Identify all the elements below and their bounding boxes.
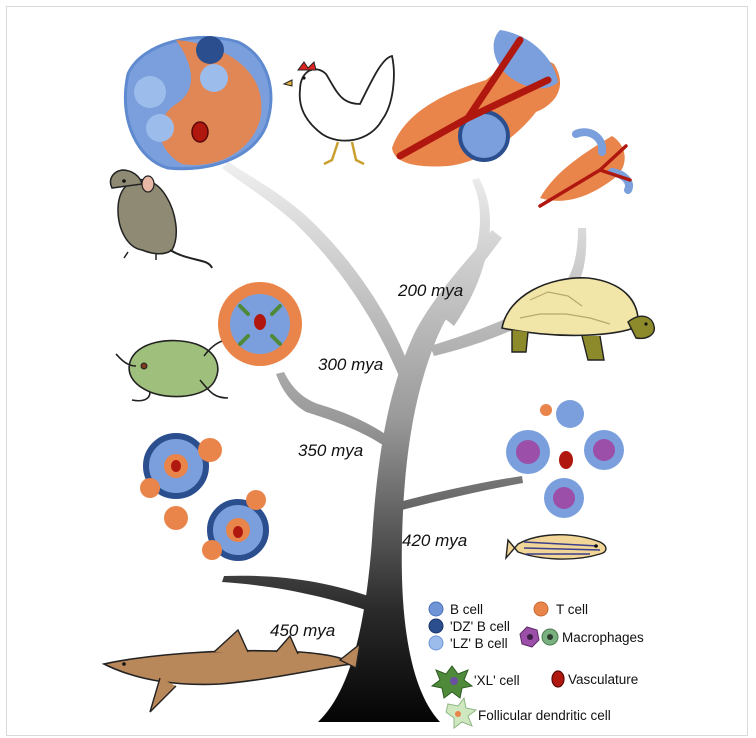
mammal-lymphoid-cluster: [123, 35, 273, 171]
branch-bird: [444, 178, 490, 326]
legend-label-dz-b-cell: 'DZ' B cell: [450, 619, 510, 634]
branch-lungfish-amphibian: [276, 372, 394, 450]
legend-label-xl-cell: 'XL' cell: [474, 673, 520, 688]
legend-label-macrophages: Macrophages: [562, 630, 644, 645]
legend-item-vasculature: Vasculature: [551, 670, 638, 688]
bird-lymphoid-cluster: [392, 30, 561, 167]
legend-item-b-cell: B cell: [428, 601, 483, 617]
branch-zebrafish: [392, 476, 523, 512]
mouse-illustration: [109, 169, 213, 269]
shark-illustration: [101, 628, 361, 713]
branch-shark: [222, 575, 374, 612]
amphibian-lymphoid-cluster: [218, 282, 302, 366]
label-350-mya: 350 mya: [298, 441, 363, 460]
legend-item-lz-b-cell: 'LZ' B cell: [428, 635, 508, 651]
legend-label-lz-b-cell: 'LZ' B cell: [450, 636, 508, 651]
label-420-mya: 420 mya: [402, 531, 467, 550]
frog-illustration: [115, 338, 241, 402]
figure-frame: [6, 6, 748, 736]
chicken-illustration: [282, 54, 395, 166]
teleost-lymphoid-cluster: [506, 400, 624, 518]
zebrafish-illustration: [505, 534, 607, 561]
turtle-illustration: [501, 277, 655, 361]
legend-label-t-cell: T cell: [556, 602, 588, 617]
legend-label-fdc: Follicular dendritic cell: [478, 708, 611, 723]
branch-mammal: [222, 162, 414, 388]
label-300-mya: 300 mya: [318, 355, 383, 374]
branch-reptile: [430, 228, 587, 356]
legend-label-vasculature: Vasculature: [568, 672, 638, 687]
lobe-finned-lymphoid-cluster: [140, 433, 269, 561]
label-200-mya: 200 mya: [397, 281, 463, 300]
legend-label-b-cell: B cell: [450, 602, 483, 617]
legend-item-t-cell: T cell: [533, 601, 588, 617]
legend: B cell T cell 'DZ' B cell 'LZ' B cell Ma…: [428, 601, 644, 729]
reptile-lymphoid-cluster: [538, 128, 633, 208]
legend-item-macrophages: Macrophages: [519, 626, 644, 648]
legend-item-dz-b-cell: 'DZ' B cell: [428, 618, 510, 634]
label-450-mya: 450 mya: [270, 621, 335, 640]
legend-item-xl-cell: 'XL' cell: [430, 665, 520, 699]
phylogenetic-tree: [222, 162, 587, 722]
legend-item-fdc: Follicular dendritic cell: [445, 696, 611, 729]
